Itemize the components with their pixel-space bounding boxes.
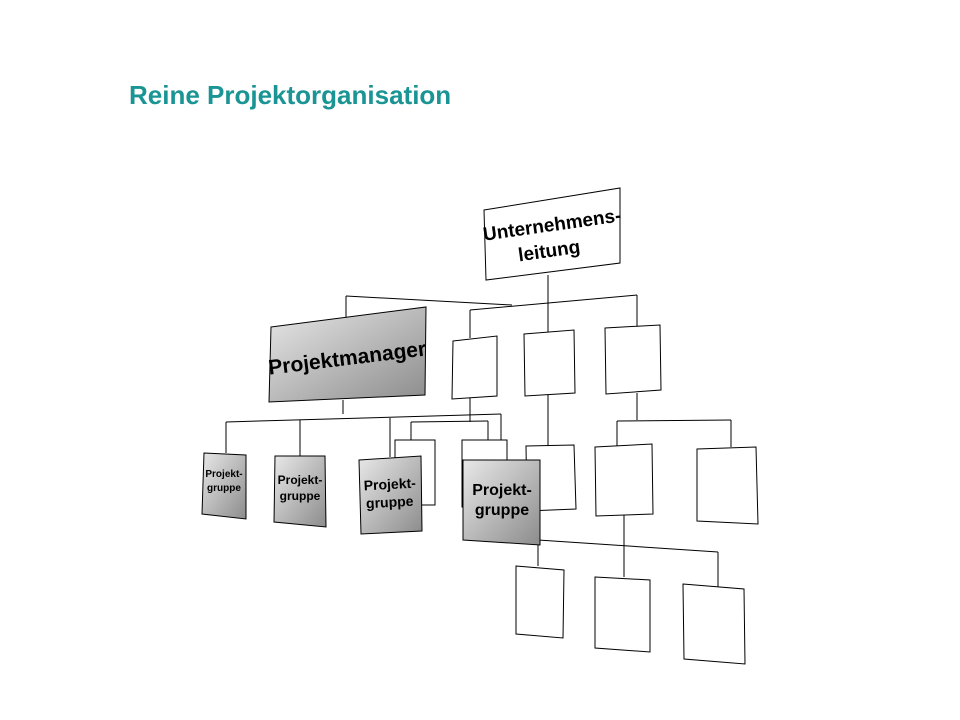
project-manager-box: Projektmanager (267, 306, 427, 403)
subunit-box (682, 583, 746, 665)
project-group-label-line2: gruppe (366, 493, 414, 511)
connector-line (469, 294, 638, 311)
project-group-box-2: Projekt- gruppe (273, 455, 327, 528)
project-group-box-4: Projekt- gruppe (462, 459, 541, 546)
ceo-box-shape (483, 187, 621, 281)
subunit-box (515, 565, 565, 639)
project-group-box-shape (273, 455, 327, 528)
department-box (451, 335, 498, 400)
project-group-box-shape (358, 455, 423, 535)
connector-line (537, 539, 719, 553)
connector-line (345, 295, 513, 306)
connector-line (616, 419, 732, 422)
project-group-label-line1: Projekt- (205, 469, 242, 480)
project-manager-box-shape (268, 306, 427, 403)
unit-boxes (394, 439, 759, 525)
project-group-box-shape (201, 452, 247, 520)
unit-box (594, 443, 654, 517)
project-group-label-line1: Projekt- (472, 482, 532, 499)
project-group-label-line2: gruppe (475, 502, 529, 519)
department-box (604, 324, 662, 395)
department-box (523, 329, 576, 397)
project-group-label-line2: gruppe (207, 483, 241, 494)
connector-line (410, 420, 489, 423)
project-group-box-3: Projekt- gruppe (358, 455, 423, 535)
ceo-box: Unternehmens- leitung (482, 187, 623, 281)
subunit-boxes (515, 565, 746, 665)
slide-title: Reine Projektorganisation (129, 80, 452, 110)
department-boxes (451, 324, 662, 400)
project-group-label-line2: gruppe (280, 489, 321, 503)
subunit-box (594, 576, 651, 653)
project-group-box-1: Projekt- gruppe (201, 452, 247, 520)
project-group-box-shape (462, 459, 541, 546)
connector-line (225, 413, 502, 423)
connector-lines (225, 275, 732, 587)
project-group-label-line1: Projekt- (363, 475, 416, 494)
unit-box (696, 446, 759, 525)
project-group-label-line1: Projekt- (278, 473, 323, 487)
